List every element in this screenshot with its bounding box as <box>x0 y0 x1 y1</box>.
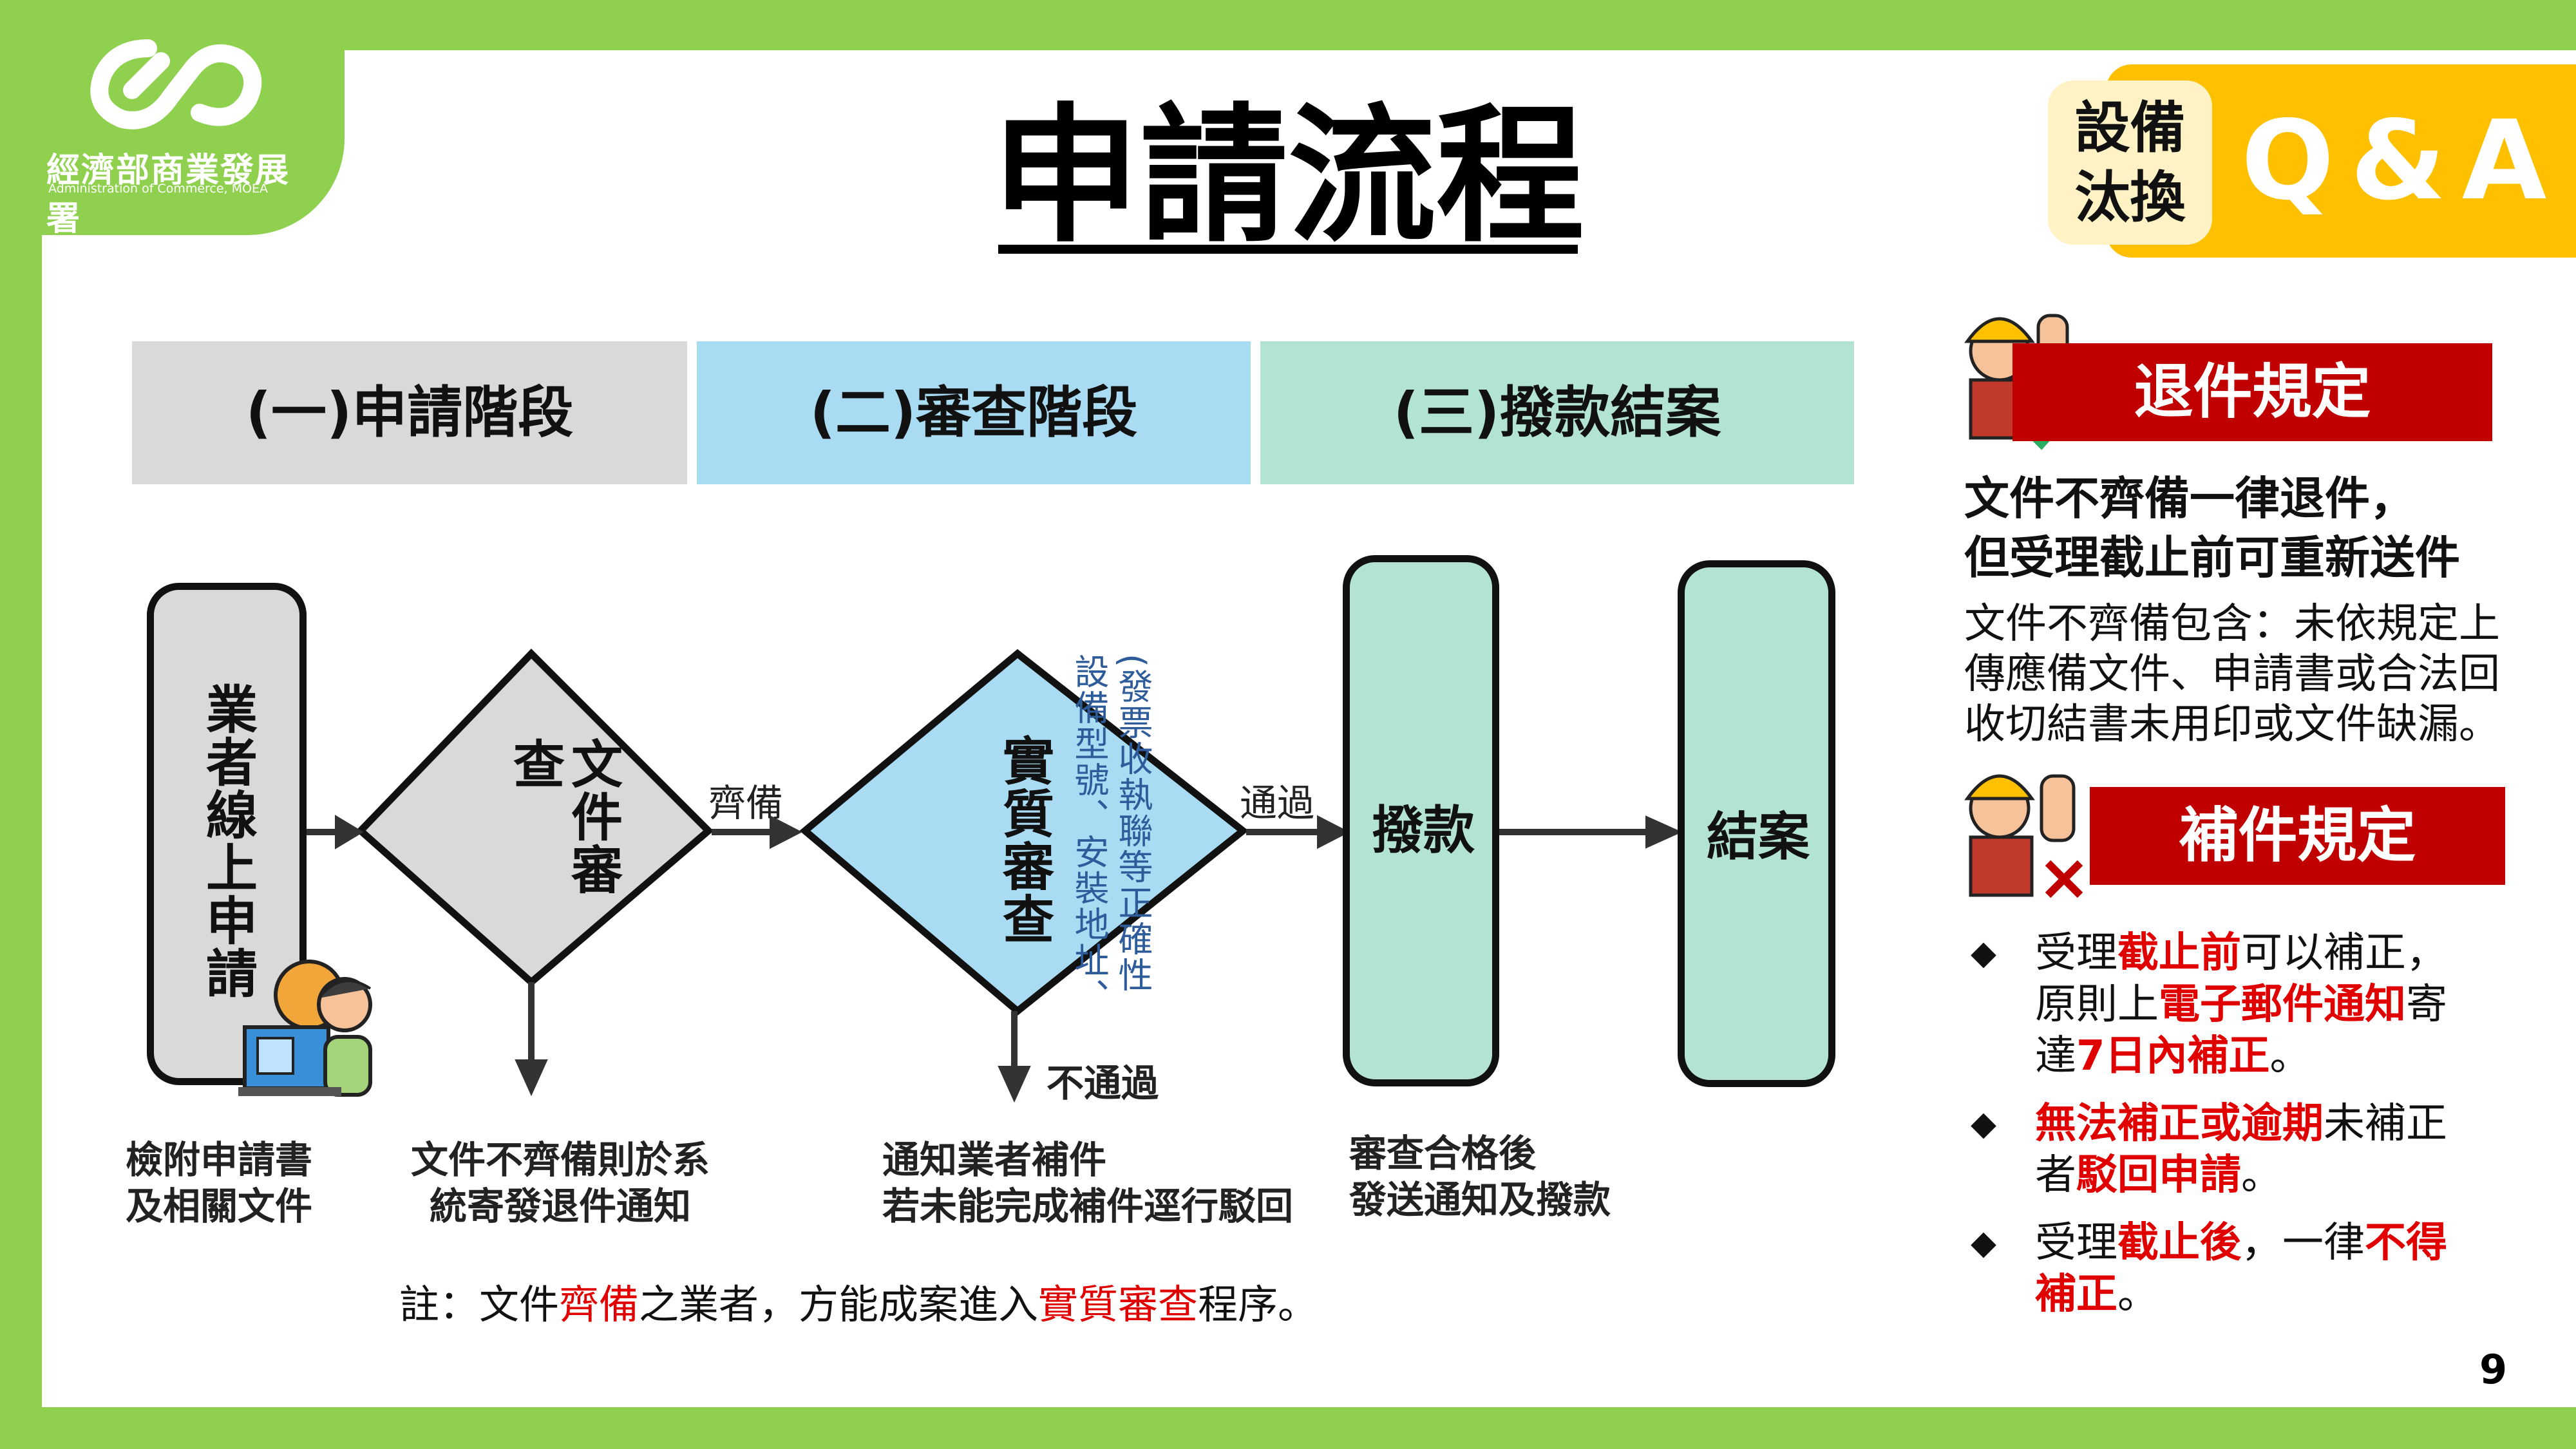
review-description-line1: 通知業者補件 <box>882 1138 1107 1182</box>
topic-badge-line2: 汰換 <box>2074 166 2186 230</box>
substantive-review-label: 實質審查 <box>994 734 1054 945</box>
b1-f: 寄 <box>2406 981 2447 1028</box>
b2-a: 無法補正或逾期 <box>2035 1100 2324 1148</box>
payment-label: 撥款 <box>1372 800 1475 860</box>
footnote-part2: 之業者，方能成案進入 <box>639 1281 1039 1328</box>
stage-apply-header: (一)申請階段 <box>132 341 687 484</box>
return-rule-body: 文件不齊備包含：未依規定上 傳應備文件、申請書或合法回 收切結書未用印或文件缺漏… <box>1964 599 2500 750</box>
payment-box <box>1343 555 1499 1086</box>
logo-chinese-name: 經濟部商業發展署 <box>46 151 290 238</box>
label-pass: 通過 <box>1240 781 1315 825</box>
label-complete: 齊備 <box>708 781 784 825</box>
b3-b: 截止後 <box>2117 1219 2241 1267</box>
return-rule-body-line2: 傳應備文件、申請書或合法回 <box>1964 650 2500 698</box>
return-rule-head: 文件不齊備一律退件， 但受理截止前可重新送件 <box>1964 469 2460 587</box>
b1-a: 受理 <box>2035 929 2117 977</box>
b2-b: 未補正 <box>2324 1100 2447 1148</box>
b1-h: 7日內補正 <box>2076 1032 2270 1080</box>
apply-description-line2: 及相關文件 <box>126 1184 313 1228</box>
stage-payment-header: (三)撥款結案 <box>1260 341 1854 484</box>
supplement-bullet-2-text: 無法補正或逾期未補正者駁回申請。 <box>2035 1098 2531 1201</box>
b1-d: 原則上 <box>2035 981 2159 1028</box>
page-title: 申請流程 <box>991 91 1584 263</box>
footnote-highlight1: 齊備 <box>559 1281 639 1328</box>
footnote-part3: 程序。 <box>1198 1281 1318 1328</box>
logo-english-name: Administration of Commerce, MOEA <box>48 182 268 196</box>
topic-badge: 設備 汰換 <box>2048 80 2212 245</box>
diamond-bullet-icon: ◆ <box>1971 1104 1996 1143</box>
apply-description: 檢附申請書 及相關文件 <box>126 1137 312 1229</box>
b2-c: 者 <box>2035 1151 2076 1199</box>
return-rule-title: 退件規定 <box>2012 343 2492 441</box>
doc-description-line2: 統寄發退件通知 <box>429 1184 691 1228</box>
qa-label: Q&A <box>2241 97 2563 225</box>
b3-d: 不得 <box>2365 1219 2447 1267</box>
apply-label: 業者線上申請 <box>198 683 258 999</box>
review-description: 通知業者補件 若未能完成補件逕行駁回 <box>882 1137 1293 1229</box>
doc-description-line1: 文件不齊備則於系 <box>410 1138 710 1182</box>
label-fail: 不通過 <box>1046 1061 1159 1105</box>
b1-e: 電子郵件通知 <box>2159 981 2406 1028</box>
doc-review-label: 文件審查 <box>505 737 623 896</box>
footnote-part1: 註：文件 <box>399 1281 560 1328</box>
b3-c: ，一律 <box>2241 1219 2365 1267</box>
footnote: 註：文件齊備之業者，方能成案進入實質審查程序。 <box>399 1272 1318 1330</box>
b3-f: 。 <box>2117 1271 2159 1318</box>
b1-b: 截止前 <box>2117 929 2241 977</box>
return-rule-head-line2: 但受理截止前可重新送件 <box>1964 531 2460 584</box>
stage-review-header: (二)審查階段 <box>697 341 1251 484</box>
supplement-bullet-3: ◆ 受理截止後，一律不得補正。 <box>1971 1217 2550 1327</box>
topic-badge-line1: 設備 <box>2074 96 2186 160</box>
supplement-rule-title: 補件規定 <box>2090 787 2505 885</box>
return-rule-head-line1: 文件不齊備一律退件， <box>1964 472 2415 525</box>
supplement-bullet-1: ◆ 受理截止前可以補正， 原則上電子郵件通知寄達7日內補正。 <box>1971 927 2550 1082</box>
review-description-line2: 若未能完成補件逕行駁回 <box>882 1184 1294 1228</box>
title-underline <box>998 245 1578 254</box>
b3-e: 補正 <box>2035 1271 2117 1318</box>
b2-d: 駁回申請 <box>2076 1151 2241 1199</box>
supplement-bullet-1-text: 受理截止前可以補正， 原則上電子郵件通知寄達7日內補正。 <box>2035 927 2531 1082</box>
return-rule-body-line1: 文件不齊備包含：未依規定上 <box>1964 600 2500 648</box>
diamond-bullet-icon: ◆ <box>1971 1224 1996 1262</box>
b1-g: 達 <box>2035 1032 2076 1080</box>
apply-description-line1: 檢附申請書 <box>126 1138 313 1182</box>
review-scope-note: (發票收執聯等正確性設備型號、安裝地址、 <box>1068 654 1153 1014</box>
b3-a: 受理 <box>2035 1219 2117 1267</box>
payment-description-line2: 發送通知及撥款 <box>1349 1178 1611 1222</box>
return-rule-body-line3: 收切結書未用印或文件缺漏。 <box>1964 701 2500 748</box>
footnote-highlight2: 實質審查 <box>1038 1281 1198 1328</box>
close-label: 結案 <box>1707 807 1810 867</box>
diamond-bullet-icon: ◆ <box>1971 934 1996 972</box>
page-number: 9 <box>2479 1346 2508 1393</box>
supplement-bullet-3-text: 受理截止後，一律不得補正。 <box>2035 1217 2531 1320</box>
payment-description: 審查合格後 發送通知及撥款 <box>1349 1130 1611 1223</box>
b1-c: 可以補正， <box>2241 929 2447 977</box>
b2-e: 。 <box>2241 1151 2282 1199</box>
b1-i: 。 <box>2269 1032 2311 1080</box>
close-box <box>1678 560 1835 1087</box>
supplement-bullet-2: ◆ 無法補正或逾期未補正者駁回申請。 <box>1971 1098 2550 1208</box>
payment-description-line1: 審查合格後 <box>1349 1132 1537 1175</box>
doc-description: 文件不齊備則於系 統寄發退件通知 <box>406 1137 715 1229</box>
